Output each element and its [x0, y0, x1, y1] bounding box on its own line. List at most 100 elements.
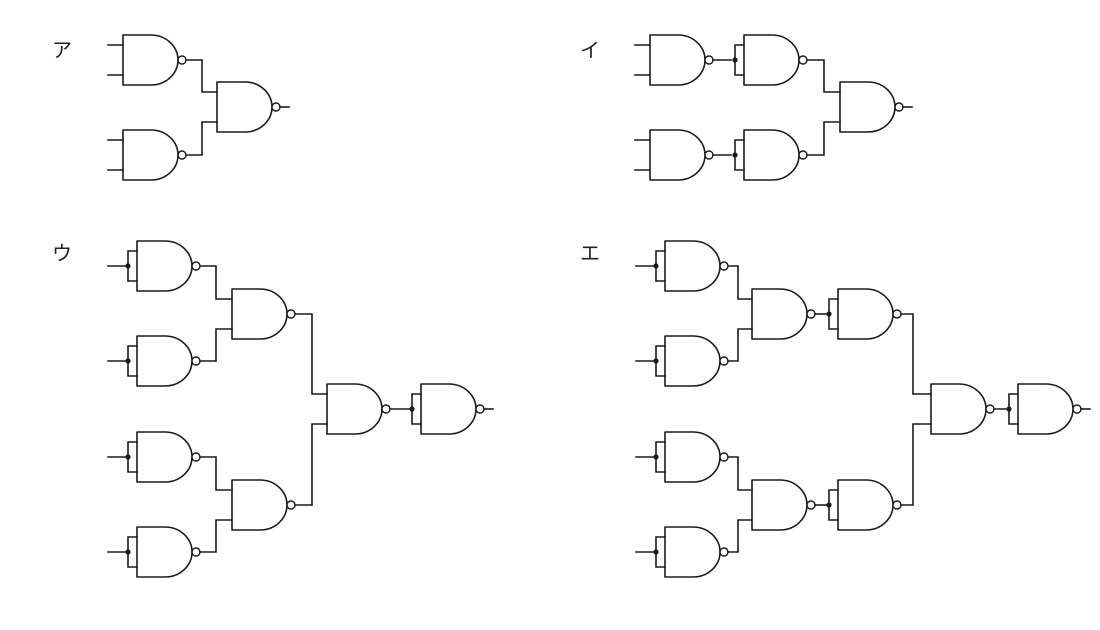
nand-gate: [122, 34, 187, 86]
nand-gate-bubble: [286, 309, 296, 319]
nand-gate-bubble: [191, 261, 201, 271]
wire: [806, 121, 841, 156]
nand-gate-bubble: [798, 150, 808, 160]
nand-gate-bubble: [271, 102, 281, 112]
junction-dot: [125, 358, 131, 364]
wire: [294, 313, 328, 395]
nand-gate-body: [231, 479, 288, 531]
nand-gate-body: [649, 34, 706, 86]
nand-gate-bubble: [985, 404, 995, 414]
junction-dot: [409, 406, 415, 412]
option-label-u: ウ: [52, 241, 72, 265]
nand-gate-body: [743, 129, 800, 181]
nand-gate-body: [122, 129, 179, 181]
nand-gate: [930, 383, 995, 435]
circuit-option-u: [107, 240, 494, 578]
wire: [185, 121, 218, 156]
nand-gate-body: [743, 34, 800, 86]
nand-gate: [326, 383, 391, 435]
wire: [900, 313, 932, 395]
nand-gate-body: [136, 526, 193, 578]
nand-gate-bubble: [177, 55, 187, 65]
nand-gate: [136, 431, 201, 483]
wire: [806, 59, 841, 93]
nand-gate-body: [751, 288, 808, 340]
nand-gate: [136, 526, 201, 578]
nand-gate: [136, 335, 201, 387]
nand-gate-bubble: [719, 261, 729, 271]
junction-dot: [125, 263, 131, 269]
nand-gate-bubble: [806, 500, 816, 510]
junction-dot: [732, 152, 738, 158]
nand-gate-body: [649, 129, 706, 181]
junction-dot: [826, 311, 832, 317]
nand-gate-bubble: [719, 356, 729, 366]
nand-gate-body: [136, 335, 193, 387]
nand-gate-body: [664, 335, 721, 387]
nand-gate-bubble: [1072, 404, 1082, 414]
wire: [727, 456, 753, 491]
wire: [294, 423, 328, 506]
nand-gate: [231, 479, 296, 531]
wire: [199, 328, 233, 362]
nand-gate: [1017, 383, 1082, 435]
junction-dot: [653, 549, 659, 555]
nand-gate-body: [216, 81, 273, 133]
option-label-a: ア: [52, 38, 72, 62]
nand-gate: [216, 81, 281, 133]
option-label-e: エ: [580, 241, 600, 265]
nand-gate: [649, 34, 714, 86]
nand-gate-bubble: [719, 452, 729, 462]
nand-gate-bubble: [704, 55, 714, 65]
junction-dot: [826, 502, 832, 508]
junction-dot: [125, 454, 131, 460]
nand-gate-body: [136, 431, 193, 483]
nand-gate-body: [1017, 383, 1074, 435]
circuit-option-i: [634, 34, 913, 181]
nand-gate-body: [837, 288, 894, 340]
wire: [727, 265, 753, 300]
nand-gate: [837, 479, 902, 531]
circuit-option-a: [107, 34, 290, 181]
nand-gate: [136, 240, 201, 292]
nand-gate: [751, 288, 816, 340]
nand-gate: [420, 383, 485, 435]
nand-gate-body: [837, 479, 894, 531]
nand-gate-body: [136, 240, 193, 292]
nand-gate: [664, 431, 729, 483]
junction-dot: [1006, 406, 1012, 412]
nand-gate: [122, 129, 187, 181]
nand-gate: [743, 129, 808, 181]
junction-dot: [125, 549, 131, 555]
junction-dot: [653, 454, 659, 460]
junction-dot: [653, 358, 659, 364]
nand-gate: [649, 129, 714, 181]
nand-gate-bubble: [286, 500, 296, 510]
nand-gate-bubble: [475, 404, 485, 414]
nand-gate-bubble: [191, 356, 201, 366]
wire: [199, 265, 233, 300]
nand-gate-bubble: [798, 55, 808, 65]
wire: [185, 59, 218, 93]
junction-dot: [732, 57, 738, 63]
wire: [727, 519, 753, 553]
nand-gate-body: [664, 240, 721, 292]
wire: [199, 456, 233, 491]
nand-gate-body: [751, 479, 808, 531]
option-label-i: イ: [580, 38, 600, 62]
nand-gate-body: [664, 526, 721, 578]
nand-gate: [839, 81, 904, 133]
wire: [900, 423, 932, 506]
nand-gate: [664, 526, 729, 578]
nand-gate-bubble: [894, 102, 904, 112]
nand-gate-body: [839, 81, 896, 133]
junction-dot: [653, 263, 659, 269]
nand-gate-bubble: [191, 452, 201, 462]
nand-gate-body: [930, 383, 987, 435]
nand-gate-bubble: [892, 500, 902, 510]
nand-gate-bubble: [177, 150, 187, 160]
nand-gate-body: [420, 383, 477, 435]
nand-gate-bubble: [191, 547, 201, 557]
nand-gate: [837, 288, 902, 340]
